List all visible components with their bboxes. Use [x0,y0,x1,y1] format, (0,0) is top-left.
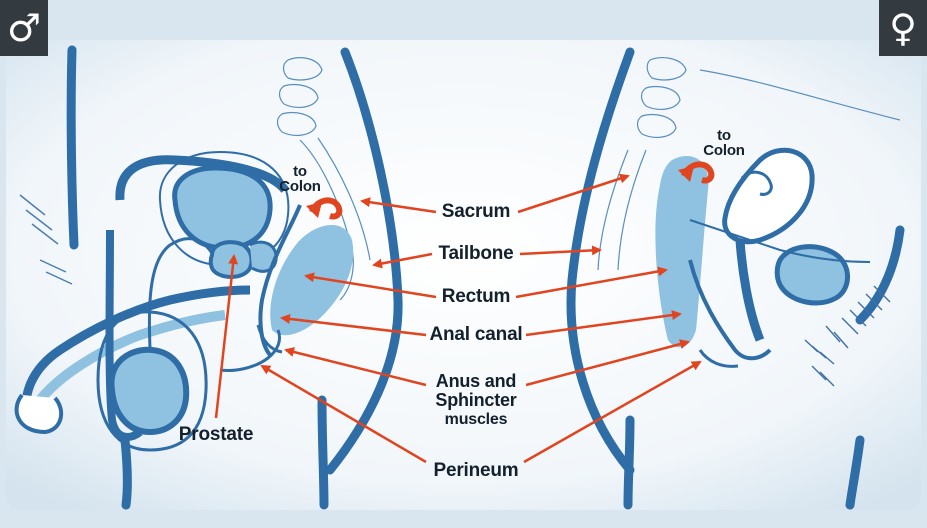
label-prostate: Prostate [179,424,253,446]
label-rectum: Rectum [442,286,510,308]
label-sacrum: Sacrum [442,201,511,223]
male-thigh-outline [125,440,127,505]
label-tailbone: Tailbone [438,243,513,265]
male-testis [112,350,187,432]
label-to-colon-male-2: Colon [279,179,321,194]
female-symbol-icon: ♀ [879,0,927,56]
male-thigh-back [322,400,324,505]
label-to-colon-male: to Colon [279,164,321,194]
label-to-colon-female-2: Colon [703,143,745,158]
label-anus-sphincter: Anus and Sphincter muscles [435,372,516,429]
label-anus-line3: muscles [435,410,516,429]
male-glans [17,395,62,432]
label-anus-line1: Anus and [435,372,516,391]
female-bladder [777,247,847,303]
label-to-colon-female: to Colon [703,128,745,158]
female-thigh-back [628,420,630,505]
label-to-colon-female-1: to [703,128,745,143]
male-bladder [175,168,270,248]
label-anus-line2: Sphincter [435,391,516,410]
label-perineum: Perineum [434,460,519,482]
label-anal-canal: Anal canal [429,324,522,346]
male-symbol-icon: ♂ [0,0,48,56]
male-abdomen-outline [71,50,74,245]
label-to-colon-male-1: to [279,164,321,179]
